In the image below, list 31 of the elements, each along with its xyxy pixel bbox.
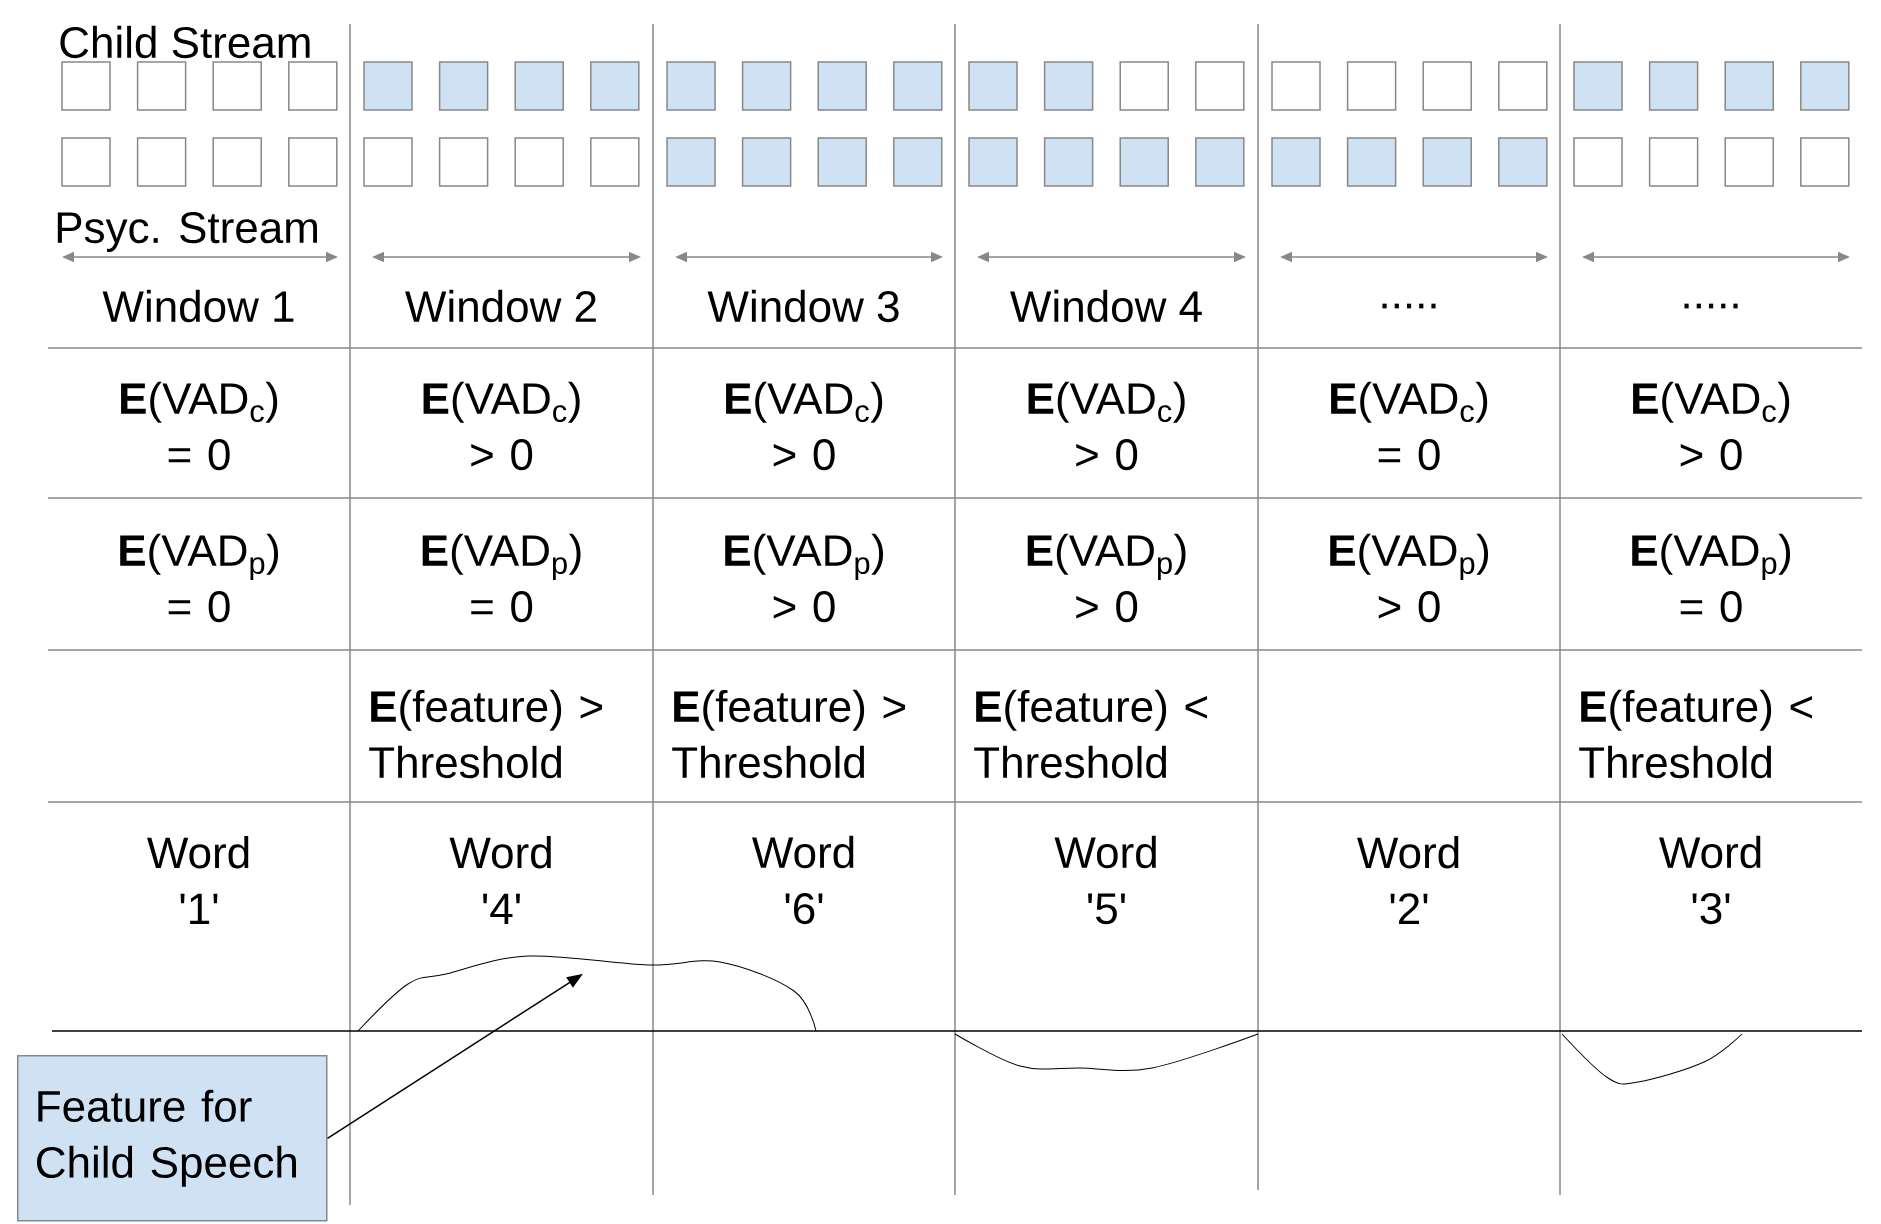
table-cell: E(VAD$_{c}$) > 0 (1028, 381, 1185, 471)
table-cell: E(VAD$_{p}$) > 0 (1027, 533, 1186, 623)
stream-label: Child Stream (60, 25, 310, 59)
table-cell: E(feature) < Threshold (1579, 689, 1813, 779)
window-label: ..... (1382, 303, 1436, 309)
table-cell: E(VAD$_{p}$) > 0 (1330, 533, 1489, 623)
table-cell: E(VAD$_{c}$) = 0 (1331, 381, 1488, 471)
table-cell: E(VAD$_{p}$) = 0 (120, 533, 278, 623)
window-label: Window 4 (1010, 289, 1202, 323)
table-cell: Word '6' (752, 835, 854, 925)
window-label: Window 1 (102, 289, 294, 323)
table-cell: E(VAD$_{c}$) > 0 (1633, 381, 1790, 471)
table-cell: E(feature) > Threshold (369, 689, 602, 779)
table-cell: E(VAD$_{p}$) = 0 (422, 533, 581, 623)
window-label: Window 2 (405, 289, 596, 323)
table-cell: Word '5' (1054, 835, 1156, 925)
window-label: ..... (1684, 303, 1738, 309)
window-label: Window 3 (707, 289, 899, 323)
table-cell: E(VAD$_{c}$) > 0 (726, 381, 883, 471)
table-cell: E(VAD$_{p}$) = 0 (1632, 533, 1791, 623)
table-cell: E(feature) > Threshold (672, 689, 906, 779)
feature-curve (357, 955, 817, 1032)
stream-label: Psyc. Stream (57, 212, 317, 252)
table-cell: Word '2' (1357, 836, 1459, 924)
table-cell: E(feature) < Threshold (974, 689, 1208, 779)
table-cell: E(VAD$_{p}$) > 0 (725, 533, 883, 623)
callout-box: Feature for Child Speech (17, 1055, 328, 1222)
table-cell: Word '1' (147, 836, 249, 924)
table-cell: E(VAD$_{c}$) > 0 (423, 381, 580, 471)
table-cell: E(VAD$_{c}$) = 0 (121, 381, 278, 471)
table-cell: Word '3' (1659, 835, 1761, 925)
